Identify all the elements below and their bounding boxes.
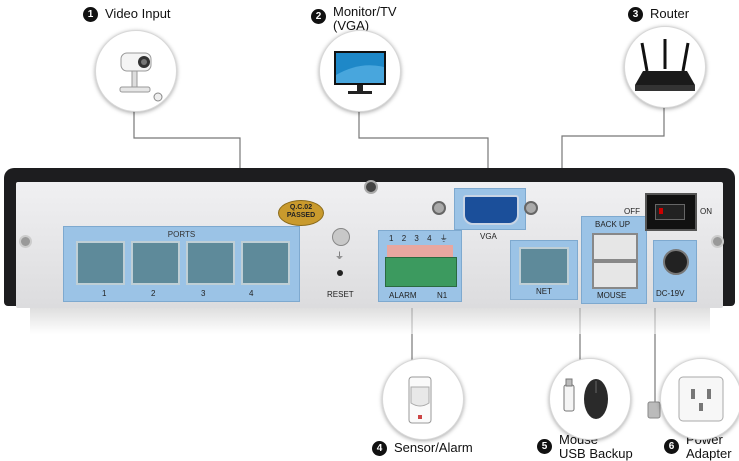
usb-port-mouse[interactable] <box>592 261 638 289</box>
sensor-bubble <box>382 358 464 440</box>
vga-label: VGA <box>480 232 497 241</box>
backup-label: BACK UP <box>595 220 631 229</box>
reset-label: RESET <box>327 290 354 299</box>
callout-label-line2: Adapter <box>686 446 732 461</box>
callout-number: 2 <box>311 9 326 24</box>
vga-port[interactable] <box>463 195 519 225</box>
on-label: ON <box>700 207 712 216</box>
dc-jack[interactable] <box>663 249 689 275</box>
alarm-pin: 2 <box>401 234 410 243</box>
callout-number: 4 <box>372 441 387 456</box>
mouse-usb-icon <box>563 378 608 419</box>
ground-screw <box>332 228 350 246</box>
rj45-port-3[interactable] <box>186 241 235 285</box>
callout-label: Sensor/Alarm <box>394 440 473 455</box>
callout-monitor: 2 Monitor/TV(VGA) <box>311 5 397 33</box>
callout-label: Router <box>650 6 690 21</box>
rj45-port-1[interactable] <box>76 241 125 285</box>
callout-label: Video Input <box>105 6 171 21</box>
callout-video-input: 1 Video Input <box>83 7 171 22</box>
callout-label-line1: Monitor/TV <box>333 4 397 19</box>
alarm-sensor-icon <box>408 376 432 424</box>
usb-port-backup[interactable] <box>592 233 638 261</box>
chassis-screw-right <box>711 235 724 248</box>
rj45-port-2[interactable] <box>131 241 180 285</box>
alarm-label: ALARM <box>389 291 417 300</box>
port-number: 4 <box>249 289 254 298</box>
qc-line1: Q.C.02 <box>289 204 313 211</box>
port-number: 2 <box>151 289 156 298</box>
line-monitor <box>358 108 489 188</box>
off-label: OFF <box>624 207 640 216</box>
monitor-icon <box>334 51 386 94</box>
chassis-screw-left <box>19 235 32 248</box>
vga-port-panel <box>454 188 526 230</box>
callout-label-line2: (VGA) <box>333 18 370 33</box>
mouse-label: MOUSE <box>597 291 627 300</box>
callout-router: 3 Router <box>628 7 689 22</box>
callout-number: 5 <box>537 439 552 454</box>
router-icon <box>635 39 695 91</box>
callout-label-line2: USB Backup <box>559 446 633 461</box>
power-switch[interactable] <box>645 193 697 231</box>
video-input-bubble <box>95 30 177 112</box>
qc-line2: PASSED <box>286 212 316 219</box>
callout-number: 6 <box>664 439 679 454</box>
port-number: 1 <box>102 289 107 298</box>
ports-label: PORTS <box>167 230 196 239</box>
usb-port-panel: BACK UP MOUSE <box>581 216 647 304</box>
power-outlet-icon <box>678 376 724 422</box>
vga-screw-left <box>432 201 446 215</box>
switch-indicator <box>659 208 663 214</box>
n1-label: N1 <box>437 291 448 300</box>
router-bubble <box>624 26 706 108</box>
alarm-panel: 1 2 3 4 ⏚ C 0 ALARM N1 <box>378 230 462 302</box>
qc-passed-sticker: Q.C.02 PASSED <box>278 200 324 226</box>
cctv-camera-icon <box>119 52 163 102</box>
net-rj45-port[interactable] <box>519 247 569 285</box>
alarm-pin: ⏚ <box>439 234 451 243</box>
alarm-pin: 4 <box>427 234 435 243</box>
callout-sensor: 4 Sensor/Alarm <box>372 441 473 456</box>
power-bubble <box>660 358 739 440</box>
floor-reflection <box>30 308 710 334</box>
net-port-panel: NET <box>510 240 578 300</box>
top-screw <box>364 180 378 194</box>
power-plug <box>647 401 661 419</box>
rj45-port-4[interactable] <box>241 241 290 285</box>
mouse-bubble <box>549 358 631 440</box>
callout-label-block: Monitor/TV(VGA) <box>333 5 397 33</box>
port-number: 3 <box>201 289 206 298</box>
monitor-bubble <box>319 30 401 112</box>
alarm-pin: 3 <box>414 234 422 243</box>
alarm-terminal-block[interactable] <box>385 257 457 287</box>
ground-icon: ⏚ <box>335 251 345 261</box>
callout-number: 1 <box>83 7 98 22</box>
net-label: NET <box>536 287 552 296</box>
poe-ports-panel: PORTS 1 2 3 4 <box>63 226 300 302</box>
alarm-pin: 1 <box>389 234 397 243</box>
vga-screw-right <box>524 201 538 215</box>
callout-number: 3 <box>628 7 643 22</box>
terminal-screws <box>387 245 453 257</box>
reset-button[interactable] <box>337 270 343 276</box>
dc-label: DC-19V <box>656 289 685 298</box>
dc-input-panel: DC-19V <box>653 240 697 302</box>
